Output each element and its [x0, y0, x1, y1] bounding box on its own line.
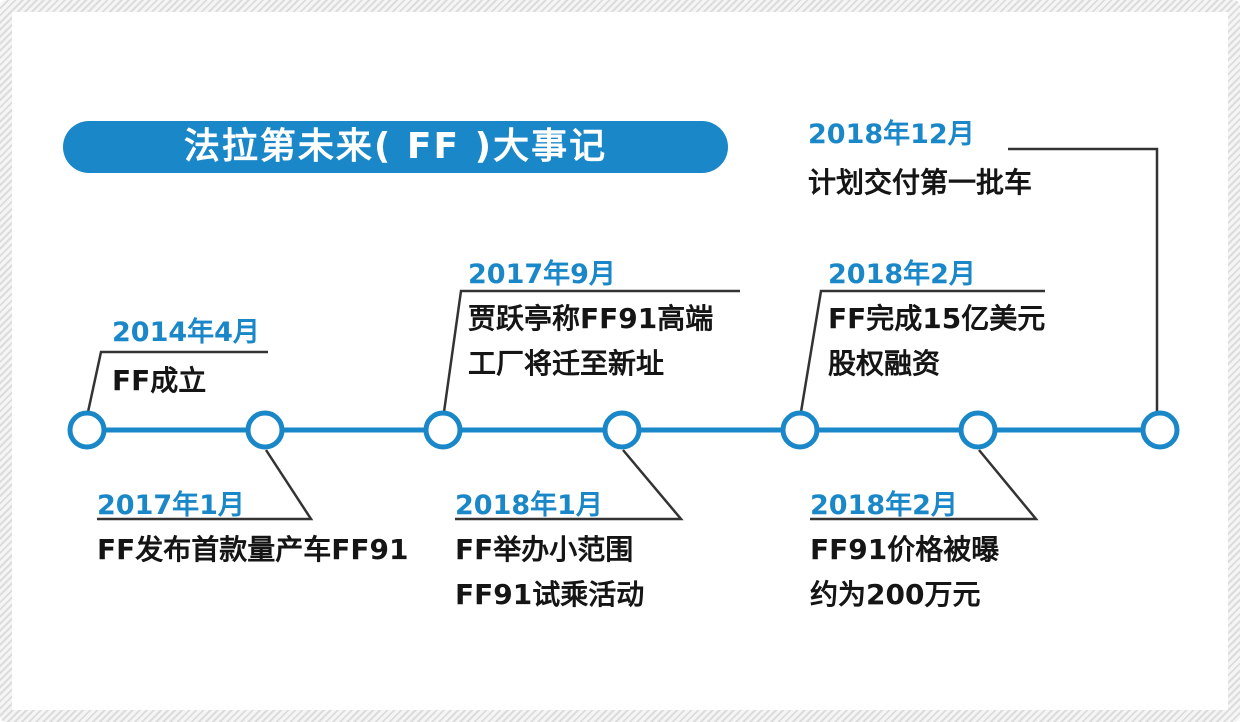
connector-line-event-7: [1008, 147, 1159, 412]
event-description-line: FF完成15亿美元: [828, 302, 1046, 335]
connector-line-event-5: [799, 289, 1045, 413]
event-description: FF成立: [112, 358, 206, 403]
event-description-line: 工厂将迁至新址: [468, 347, 665, 380]
event-description: 计划交付第一批车: [808, 160, 1032, 205]
connector-line-event-4: [455, 449, 684, 521]
timeline-node-4: [602, 410, 642, 450]
event-description-line: 约为200万元: [810, 578, 981, 611]
event-description-line: FF91试乘活动: [455, 578, 645, 611]
timeline-node-7: [1140, 410, 1180, 450]
event-description-line: 股权融资: [828, 347, 941, 380]
event-description: FF完成15亿美元 股权融资: [828, 296, 1045, 386]
event-description-line: FF91价格被曝: [810, 533, 1000, 566]
timeline-node-2: [245, 410, 285, 450]
title-banner: 法拉第未来( FF )大事记: [63, 121, 728, 173]
event-description-line: 贾跃亭称FF91高端: [468, 302, 714, 335]
event-description-line: FF发布首款量产车FF91: [97, 533, 409, 566]
event-description: FF举办小范围 FF91试乘活动: [455, 527, 644, 617]
event-date: 2018年12月: [808, 119, 975, 150]
event-date: 2014年4月: [112, 317, 260, 348]
timeline-node-1: [67, 410, 107, 450]
event-date: 2018年2月: [828, 259, 976, 290]
connector-line-event-1: [86, 350, 268, 413]
infographic-panel: 法拉第未来( FF )大事记 2014年4月 FF成立: [12, 12, 1228, 710]
connector-line-event-2: [97, 449, 314, 521]
event-description-line: FF成立: [112, 364, 207, 397]
event-description: 贾跃亭称FF91高端 工厂将迁至新址: [468, 296, 713, 386]
connector-line-event-6: [810, 449, 1039, 521]
timeline-node-3: [423, 410, 463, 450]
timeline-node-6: [958, 410, 998, 450]
event-description-line: FF举办小范围: [455, 533, 634, 566]
timeline-graphic: [67, 147, 1180, 521]
event-description-line: 计划交付第一批车: [808, 166, 1033, 199]
event-description: FF发布首款量产车FF91: [97, 527, 408, 572]
connector-line-event-3: [442, 289, 740, 413]
page-title: 法拉第未来( FF )大事记: [183, 126, 608, 167]
event-description: FF91价格被曝 约为200万元: [810, 527, 999, 617]
event-date: 2017年9月: [468, 259, 616, 290]
event-date: 2017年1月: [97, 490, 245, 521]
event-date: 2018年1月: [455, 490, 603, 521]
timeline-node-5: [780, 410, 820, 450]
event-date: 2018年2月: [810, 490, 958, 521]
